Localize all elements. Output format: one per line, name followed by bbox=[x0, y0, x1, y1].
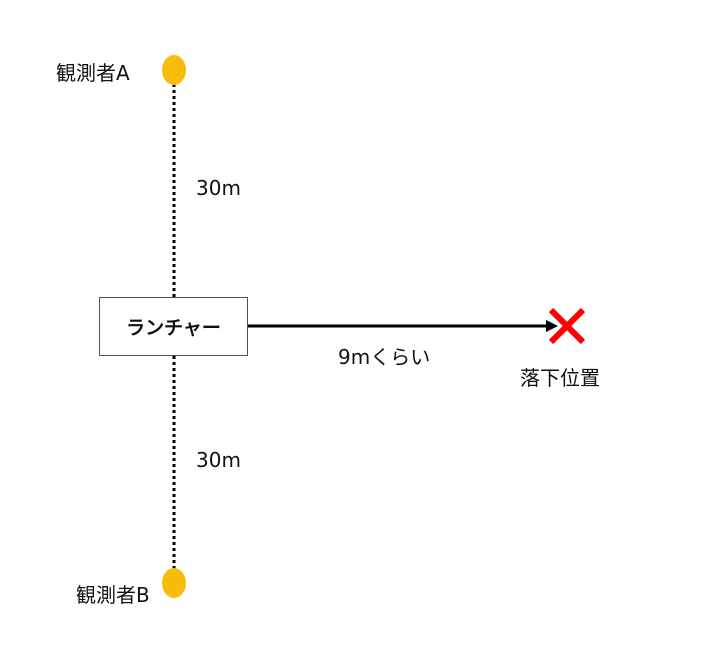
observer-a-label: 観測者A bbox=[56, 61, 130, 85]
distance-bottom-label: 30m bbox=[196, 448, 241, 472]
launcher-label: ランチャー bbox=[126, 317, 221, 339]
observer-b-marker bbox=[162, 568, 186, 598]
observer-a-marker bbox=[162, 55, 186, 85]
landing-position-label: 落下位置 bbox=[520, 366, 600, 390]
launch-arrow-head bbox=[546, 320, 558, 332]
landing-x-icon bbox=[548, 307, 586, 345]
observer-b-label: 観測者B bbox=[76, 583, 150, 607]
distance-top-label: 30m bbox=[196, 176, 241, 200]
launch-distance-label: 9mくらい bbox=[338, 345, 431, 369]
launcher-box: ランチャー bbox=[99, 297, 248, 356]
